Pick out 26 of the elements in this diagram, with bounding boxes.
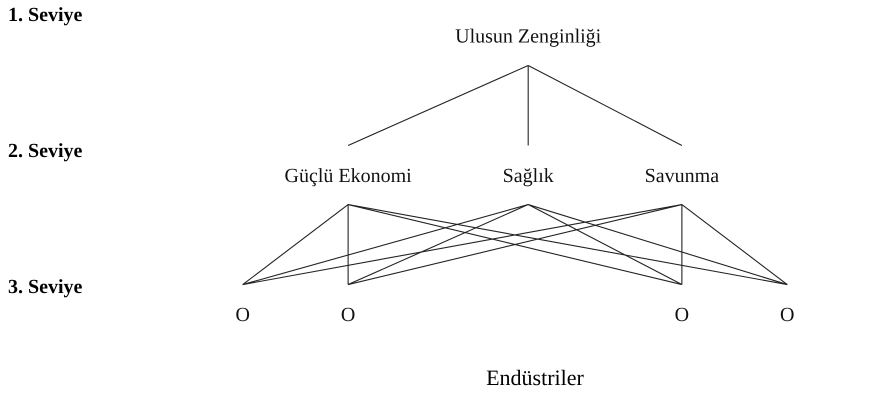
connector	[528, 204, 682, 286]
connector	[681, 204, 682, 285]
connector	[242, 204, 528, 286]
node-text: Ulusun Zenginliği	[455, 24, 602, 48]
node-text: Sağlık	[502, 164, 554, 186]
node-text: O	[674, 302, 690, 326]
connector	[348, 204, 682, 286]
connector	[682, 204, 788, 285]
connector	[528, 64, 682, 146]
connector	[242, 204, 348, 285]
node-text: O	[340, 302, 356, 326]
connector	[348, 204, 788, 286]
connector	[528, 65, 529, 146]
node-text: Savunma	[644, 164, 720, 186]
connector	[348, 204, 349, 285]
connector	[348, 204, 528, 286]
node-text: Güçlü Ekonomi	[284, 164, 412, 186]
level-label: 2. Seviye	[8, 140, 82, 163]
level-label: 3. Seviye	[8, 276, 82, 299]
connector	[528, 204, 788, 286]
node-text: O	[236, 302, 250, 326]
connector	[348, 64, 528, 146]
connector	[242, 204, 682, 286]
node-text: O	[780, 302, 794, 326]
group-caption: Endüstriler	[486, 365, 584, 390]
level-label: 1. Seviye	[8, 4, 82, 27]
